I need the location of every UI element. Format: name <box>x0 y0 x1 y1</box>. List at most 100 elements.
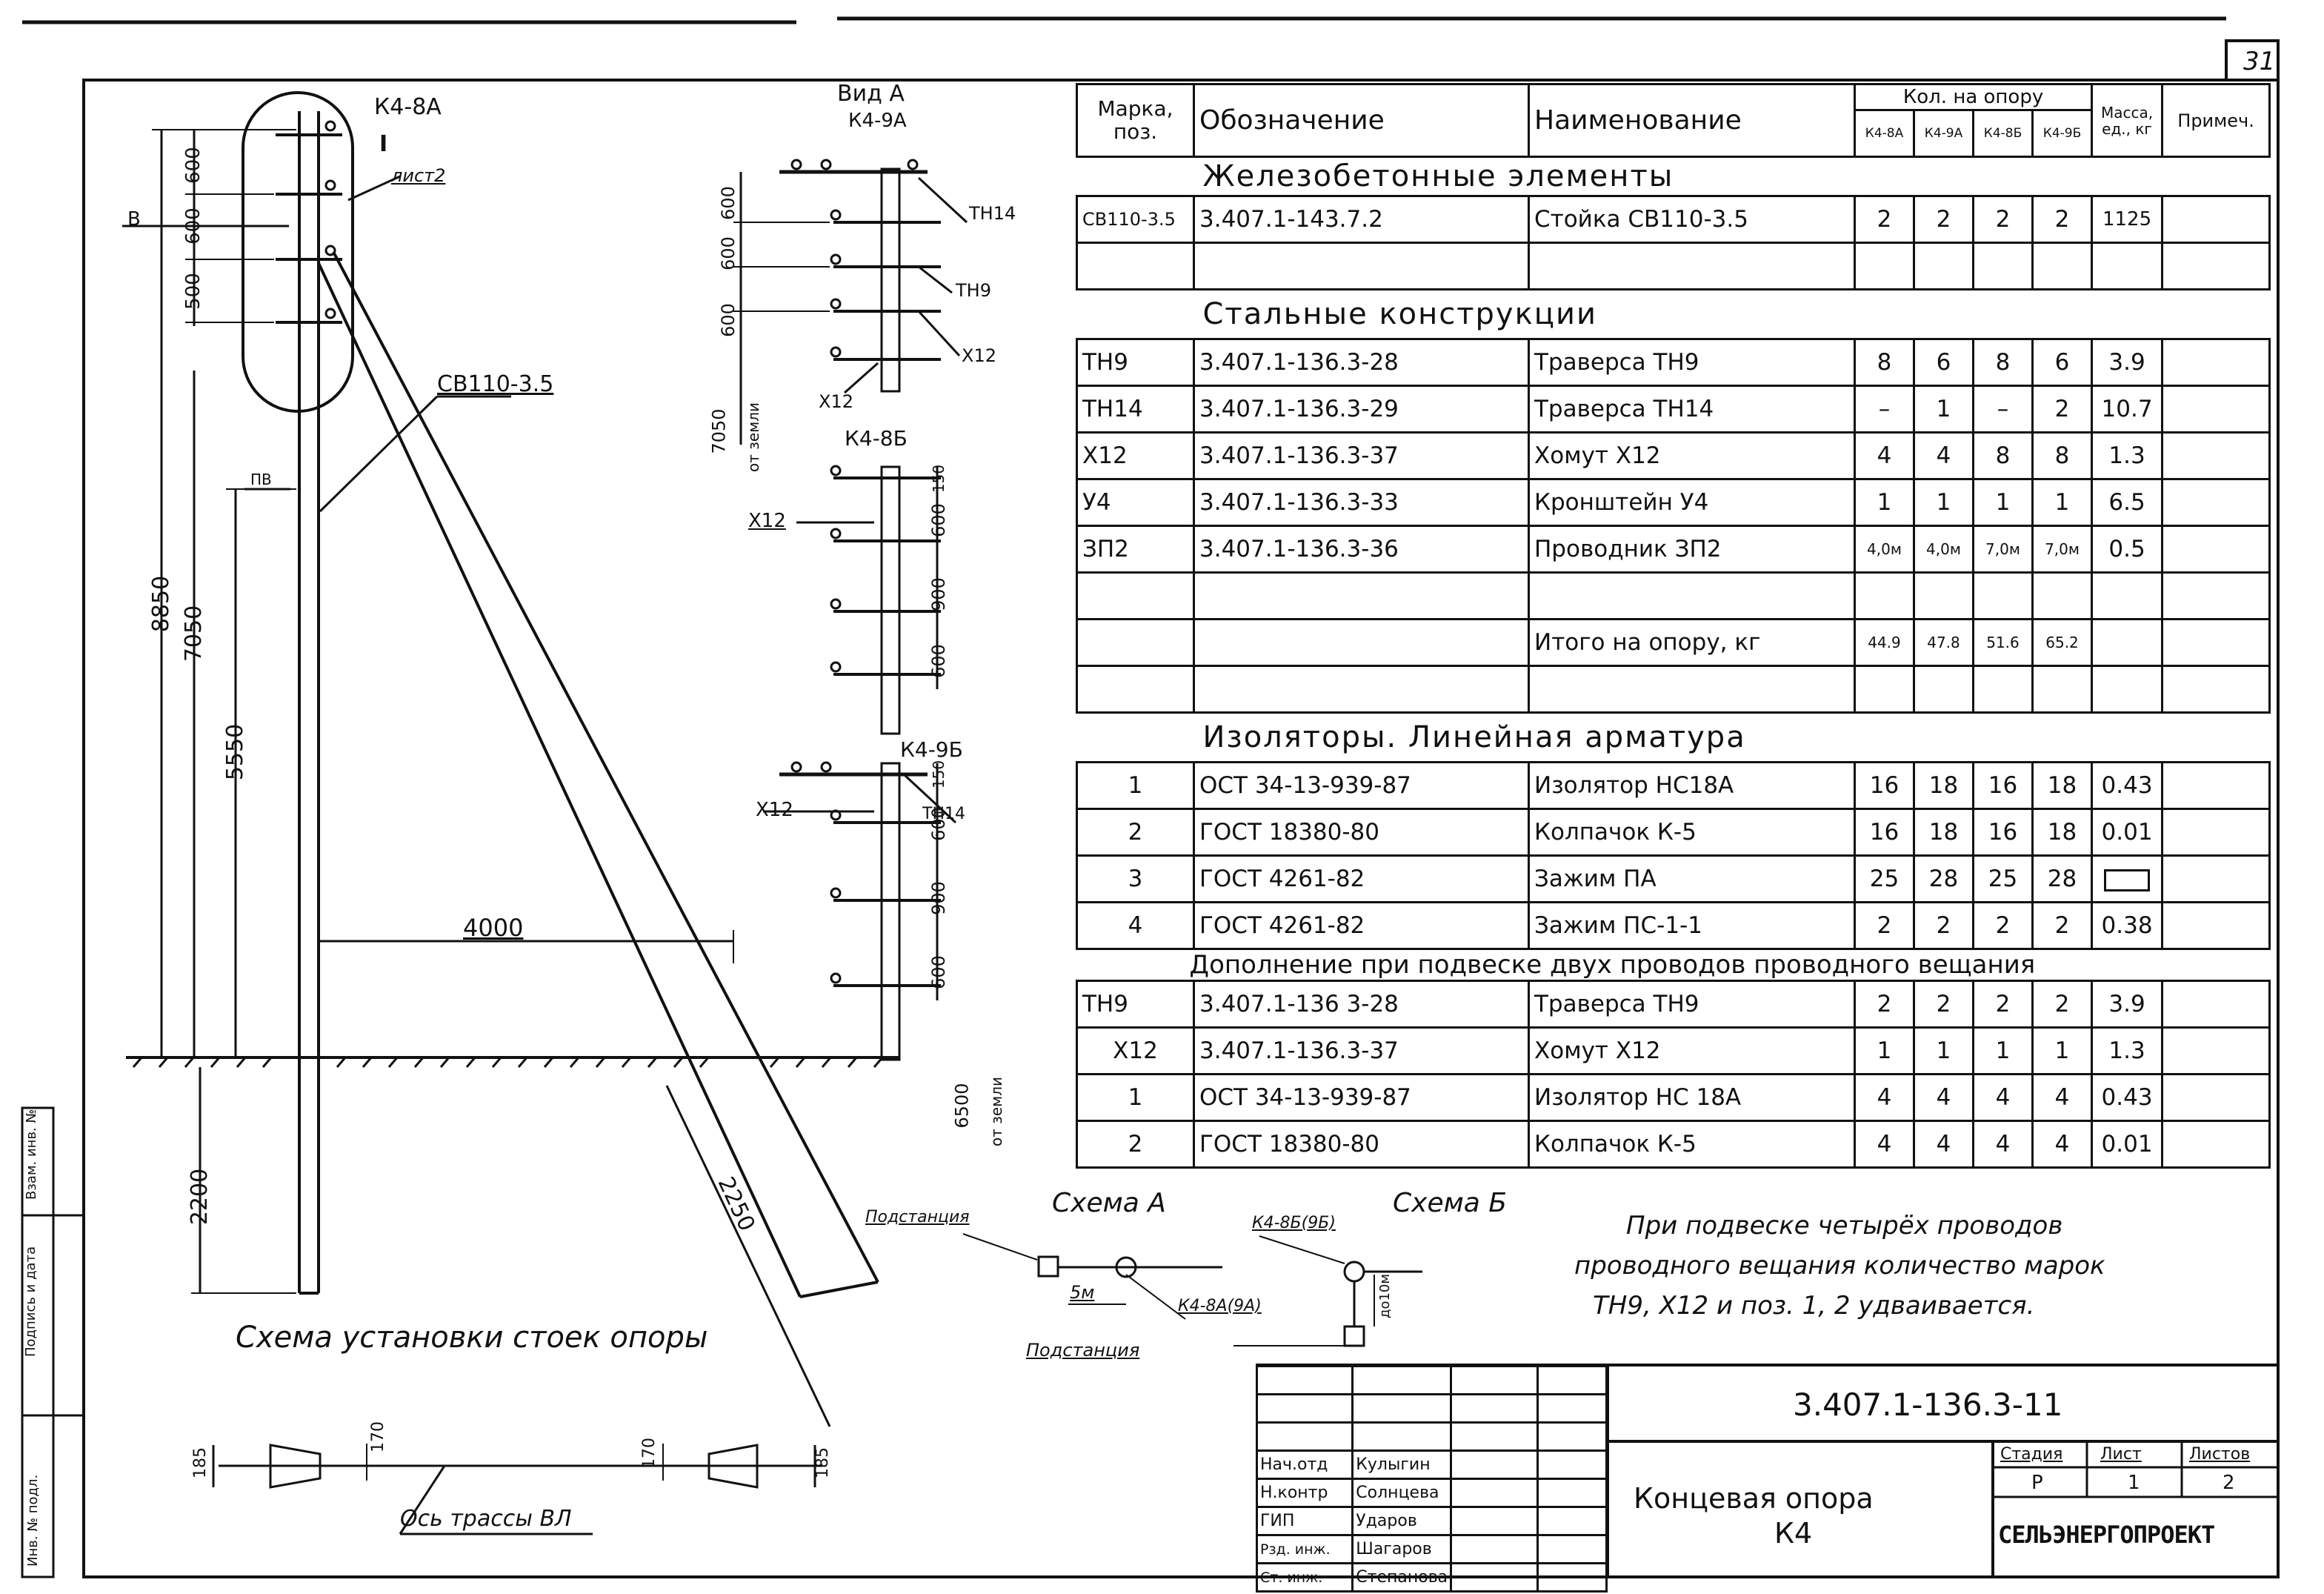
section-steel: Стальные конструкции <box>1076 288 2270 340</box>
section-insulators: Изоляторы. Линейная арматура <box>1076 711 2270 763</box>
sheet-number-box <box>2225 39 2280 82</box>
view-k48b-label: К4-8Б <box>845 426 908 451</box>
side-stamp-inv: Инв. № подл. <box>25 1474 41 1567</box>
view-x12-label-a: Х12 <box>962 345 996 366</box>
stage-header: Стадия <box>2000 1445 2063 1464</box>
elevation-drawing <box>122 91 900 1427</box>
note-line-2: проводного вещания количество марок <box>1574 1251 2105 1281</box>
scheme-b-title: Схема Б <box>1393 1188 1507 1218</box>
scheme-b-pole: К4-8Б(9Б) <box>1252 1214 1336 1232</box>
dim-8850: 8850 <box>148 575 175 633</box>
section-rc: Железобетонные элементы <box>1076 156 2270 197</box>
view-x12-label-b: Х12 <box>819 391 853 412</box>
view-dim-600-f: 600 <box>928 807 949 841</box>
axis-dim-185-a: 185 <box>191 1447 210 1478</box>
sheet-value: 1 <box>2128 1472 2140 1494</box>
view-a-title: Вид А <box>837 81 905 107</box>
scheme-b-distance: до10м <box>1376 1274 1393 1318</box>
signature-row: Рзд. инж.Шагаров <box>1255 1534 1608 1564</box>
pole-label: СВ110-3.5 <box>437 371 554 397</box>
doc-title-line2: К4 <box>1774 1517 1813 1550</box>
scheme-a-pole: К4-8А(9А) <box>1178 1297 1262 1315</box>
dim-7050: 7050 <box>181 605 207 662</box>
drawing-caption: Схема установки стоек опоры <box>236 1321 708 1355</box>
section-mark: В <box>127 208 141 230</box>
axis-dim-170-a: 170 <box>369 1421 387 1452</box>
view-tn9-label: ТН9 <box>956 280 991 301</box>
col-k48a: К4-8А <box>1854 109 1915 158</box>
col-designation-header: Обозначение <box>1193 83 1530 158</box>
organization: СЕЛЬЭНЕРГОПРОЕКТ <box>1998 1521 2215 1549</box>
side-stamp-replace: Взам. инв. № <box>24 1109 39 1200</box>
sheet-ref: лист2 <box>391 165 446 186</box>
schemes <box>962 1233 1422 1347</box>
doc-code: 3.407.1-136.3-11 <box>1793 1387 2063 1423</box>
section-extra: Дополнение при подвеске двух проводов пр… <box>1076 948 2270 982</box>
view-dim-600-a: 600 <box>717 186 739 220</box>
dim-600-a: 600 <box>182 147 204 184</box>
view-dim-600-b: 600 <box>717 236 739 270</box>
sheet-ref-mark: I <box>379 131 388 157</box>
dim-4000: 4000 <box>463 914 524 942</box>
dim-5550: 5550 <box>222 723 249 781</box>
col-mark-header: Марка, поз. <box>1076 83 1195 158</box>
view-dim-600-c: 600 <box>717 303 739 337</box>
view-dim-900-b: 900 <box>928 881 949 915</box>
view-dim-600-d: 600 <box>928 503 949 537</box>
axis-plan <box>212 1444 822 1535</box>
view-dim-150-b: 150 <box>930 760 948 789</box>
title-block-frame <box>1256 1364 2278 1577</box>
col-k49a: К4-9А <box>1913 109 1974 158</box>
scheme-a-distance: 5м <box>1070 1282 1095 1303</box>
col-k48b: К4-8Б <box>1972 109 2034 158</box>
view-dim-600-e: 600 <box>928 644 949 678</box>
col-name-header: Наименование <box>1528 83 1856 158</box>
view-dim-7050: 7050 <box>708 408 730 454</box>
col-k49b: К4-9Б <box>2031 109 2094 158</box>
main-frame <box>82 79 2280 1578</box>
scheme-a-title: Схема А <box>1052 1188 1166 1218</box>
doc-title-line1: Концевая опора <box>1634 1482 1874 1515</box>
view-dim-150-a: 150 <box>930 464 948 494</box>
sheet-header: Лист <box>2100 1445 2142 1464</box>
sheets-value: 2 <box>2223 1472 2235 1494</box>
col-qty-header: Кол. на опору <box>1853 83 2094 111</box>
view-x12-label-c: Х12 <box>748 510 786 532</box>
col-mass-header: Масса, ед., кг <box>2091 83 2164 158</box>
dim-600-b: 600 <box>182 207 204 245</box>
view-x12-label-d: Х12 <box>756 799 793 821</box>
view-dim-900-a: 900 <box>928 577 949 611</box>
view-dim-600-g: 600 <box>928 955 949 989</box>
view-k49a-label: К4-9А <box>848 110 907 132</box>
axis-dim-185-b: 185 <box>813 1447 832 1478</box>
sheet-number: 31 <box>2243 47 2276 76</box>
view-k49b-label: К4-9Б <box>900 737 963 762</box>
side-views <box>733 159 968 1061</box>
view-dim-6500: 6500 <box>951 1083 973 1129</box>
stage-value: Р <box>2031 1472 2043 1494</box>
blank-mass-box <box>2104 869 2151 891</box>
axis-dim-170-b: 170 <box>640 1438 659 1469</box>
view-tn14-label: ТН14 <box>969 203 1016 224</box>
